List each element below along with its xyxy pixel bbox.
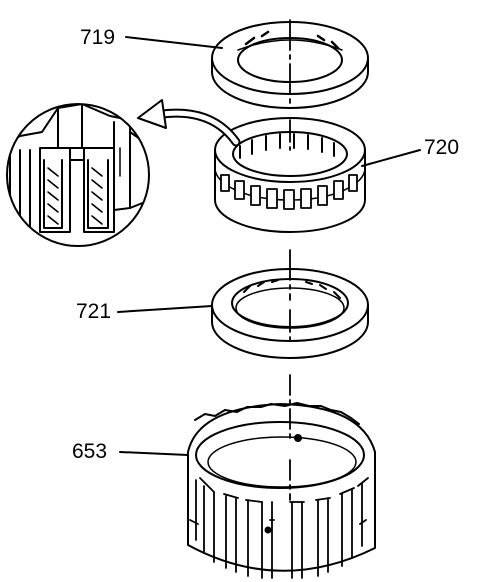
leader-719 — [125, 36, 223, 49]
part-720-bearing — [214, 117, 366, 233]
leader-lines — [117, 36, 421, 456]
callout-721: 721 — [76, 300, 111, 323]
callout-653: 653 — [72, 440, 107, 463]
detail-pointer-arrow — [137, 99, 241, 147]
leader-721 — [117, 305, 213, 313]
part-721-race — [211, 268, 369, 359]
part-653-housing — [187, 402, 376, 579]
leader-720 — [361, 149, 421, 167]
bearing-outer-windows — [220, 174, 358, 210]
detail-inset — [6, 103, 150, 247]
callout-720: 720 — [424, 136, 459, 159]
bearing-inner-slots — [239, 133, 335, 159]
leader-653 — [119, 451, 189, 456]
callout-719: 719 — [80, 26, 115, 49]
housing-splines — [189, 477, 369, 579]
